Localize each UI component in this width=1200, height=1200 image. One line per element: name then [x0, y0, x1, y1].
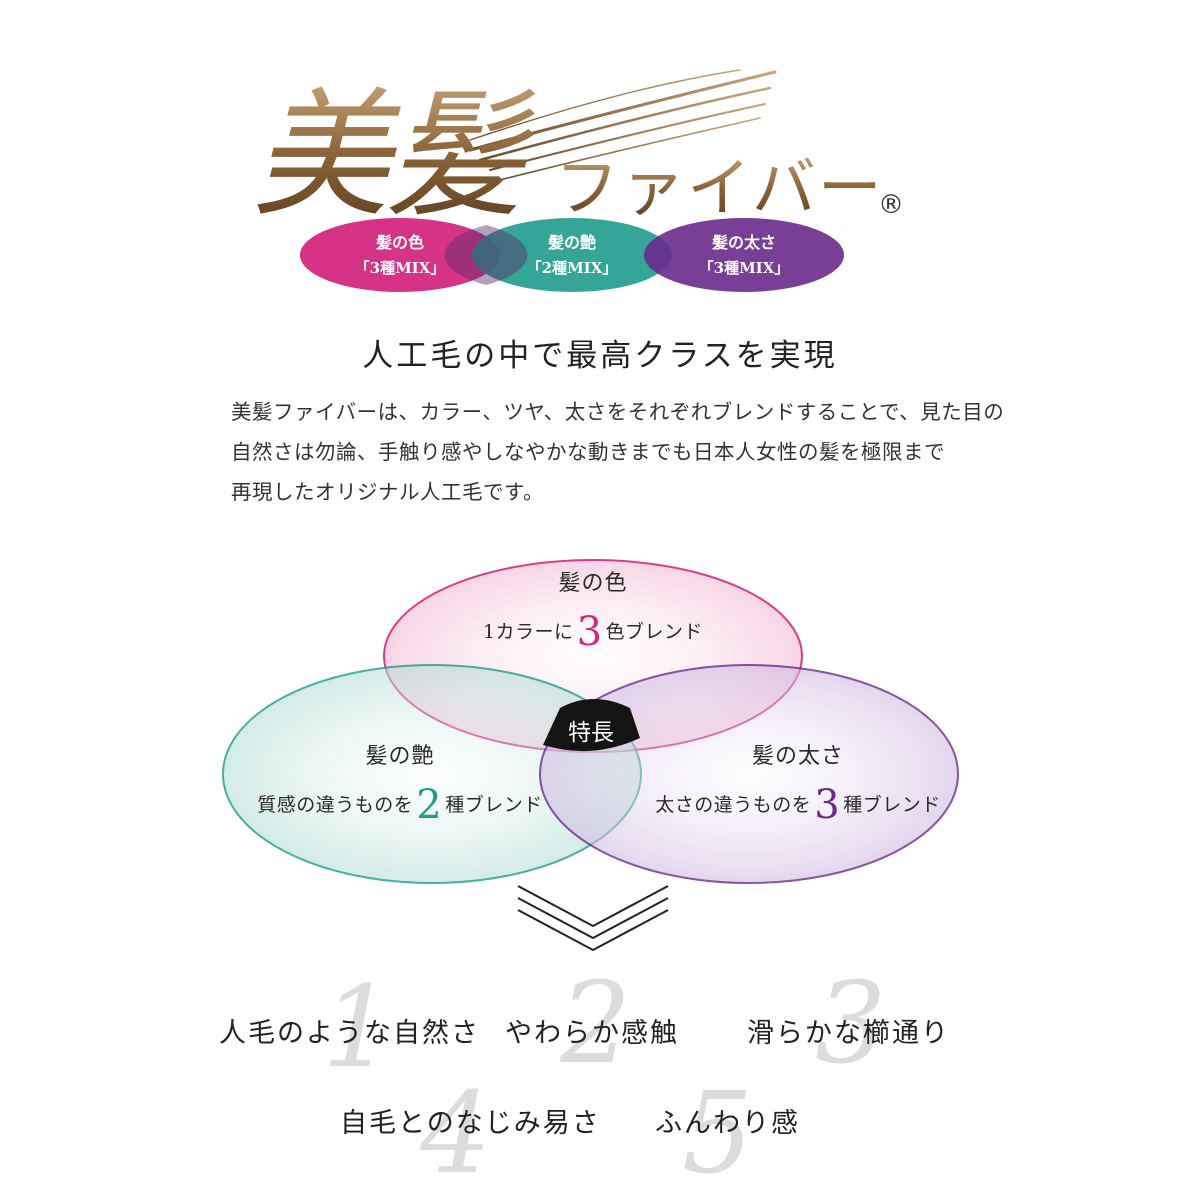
feature-number-3: 3: [815, 959, 887, 1089]
logo-subtitle: ファイバー: [555, 152, 884, 226]
logo-title: 美髪: [252, 75, 536, 236]
headline: 人工毛の中で最高クラスを実現: [362, 338, 838, 374]
badge-group: 髪の色 「3種MIX」 髪の艶 「2種MIX」 髪の太さ 「3種MIX」: [300, 218, 844, 292]
venn-thickness-num: 3: [814, 782, 841, 828]
feature-label-2: やわらか感触: [505, 1018, 679, 1049]
badge-thickness-line2: 「3種MIX」: [699, 259, 790, 277]
badge-color: [300, 218, 500, 292]
venn-thickness-pre: 太さの違うものを: [655, 794, 812, 816]
badge-shine: [472, 218, 672, 292]
description-line-3: 再現したオリジナル人工毛です。: [231, 480, 544, 504]
feature-label-3: 滑らかな櫛通り: [747, 1018, 950, 1049]
badge-shine-line2: 「2種MIX」: [527, 259, 618, 277]
venn-color-num: 3: [576, 609, 603, 655]
feature-number-1: 1: [322, 963, 394, 1093]
badge-shine-line1: 髪の艶: [547, 233, 596, 252]
venn-thickness-post: 種ブレンド: [843, 794, 941, 816]
feature-label-4: 自毛とのなじみ易さ: [340, 1108, 601, 1139]
venn-shine-title: 髪の艶: [365, 744, 435, 769]
feature-label-5: ふんわり感: [655, 1108, 800, 1139]
feature-number-2: 2: [560, 959, 632, 1089]
feature-number-4: 4: [420, 1069, 492, 1199]
badge-thickness: [644, 218, 844, 292]
chevron-down-icon: [517, 885, 669, 952]
logo: 美髪 ファイバー ® 髪の色 「3種MIX」 髪の艶 「2種MIX」 髪の太さ …: [252, 69, 904, 292]
hair-swoosh-icon: [468, 69, 777, 181]
venn-shine-pre: 質感の違うものを: [257, 794, 414, 816]
badge-color-line2: 「3種MIX」: [355, 259, 446, 277]
venn-circle-thickness: [539, 664, 959, 884]
venn-thickness-title: 髪の太さ: [751, 744, 844, 769]
venn-shine-post: 種ブレンド: [445, 794, 543, 816]
venn-center-shape: [543, 699, 640, 752]
badge-thickness-line1: 髪の太さ: [711, 233, 776, 252]
venn-color-pre: 1カラーに: [482, 621, 574, 643]
venn-color-title: 髪の色: [558, 571, 628, 596]
description-line-2: 自然さは勿論、手触り感やしなやかな動きまでも日本人女性の髪を極限まで: [231, 440, 945, 464]
venn-shine-num: 2: [416, 782, 443, 828]
badge-color-line1: 髪の色: [375, 233, 424, 252]
feature-number-5: 5: [682, 1069, 754, 1199]
description-line-1: 美髪ファイバーは、カラー、ツヤ、太さをそれぞれブレンドすることで、見た目の: [231, 400, 1005, 424]
venn-color-post: 色ブレンド: [605, 621, 704, 643]
registered-mark: ®: [878, 190, 904, 220]
feature-label-1: 人毛のような自然さ: [219, 1018, 480, 1049]
description: 美髪ファイバーは、カラー、ツヤ、太さをそれぞれブレンドすることで、見た目の 自然…: [231, 392, 1005, 512]
venn-center-label: 特長: [568, 720, 614, 746]
